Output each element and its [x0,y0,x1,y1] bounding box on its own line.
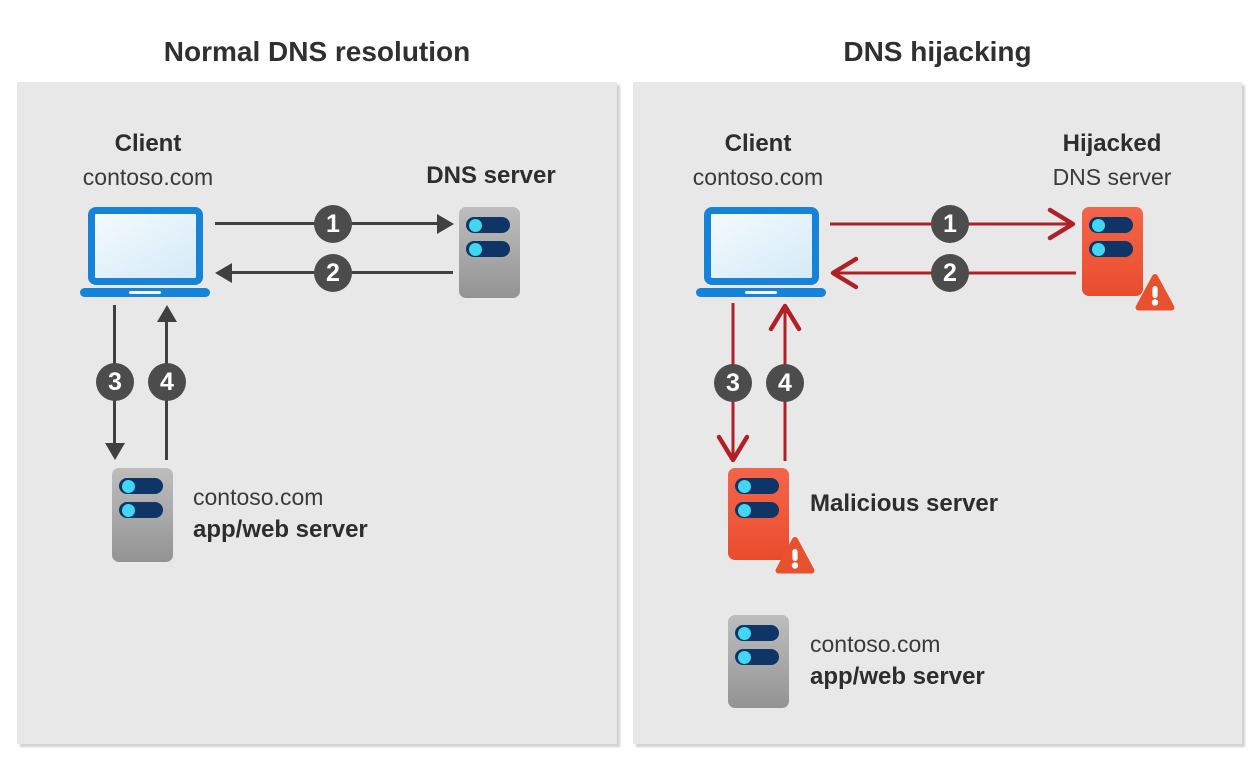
server-drive-light [738,626,751,640]
arrow-2-head [215,263,232,283]
server-icon [728,615,789,708]
step-2-badge: 2 [314,254,352,292]
server-icon [459,207,520,298]
laptop-screen [87,207,203,285]
laptop-notch [745,291,777,294]
laptop-screen [703,207,819,285]
app-server-label: app/web server [810,663,985,690]
server-drive-light [1092,218,1105,232]
left-diagram-title: Normal DNS resolution [163,36,471,67]
warning-icon [1135,274,1175,311]
app-server-label: app/web server [193,516,368,543]
arrow-1-head [437,214,454,234]
client-domain-label: contoso.com [692,164,824,190]
client-label: Client [724,130,792,157]
hijacked-dns-label-line2: DNS server [1052,164,1172,190]
laptop-notch [129,291,161,294]
client-domain-label: contoso.com [82,164,214,190]
server-drive-light [738,503,751,517]
server-drive [119,478,163,494]
server-drive [735,502,779,518]
server-drive [1089,217,1133,233]
server-drive [735,625,779,641]
dns-server-label: DNS server [426,162,556,189]
right-diagram-title: DNS hijacking [843,36,1032,67]
server-drive [735,478,779,494]
server-drive-light [122,503,135,517]
app-server-domain: contoso.com [193,484,324,510]
server-drive [1089,241,1133,257]
laptop-base [696,288,826,297]
server-drive-light [469,218,482,232]
laptop-icon [696,207,826,297]
arrow-3-head [105,443,125,460]
client-label: Client [114,130,182,157]
server-drive [119,502,163,518]
server-warning-icon [1082,207,1143,296]
warning-icon [775,537,815,574]
server-drive [735,649,779,665]
step-1-badge: 1 [314,205,352,243]
server-drive-light [738,650,751,664]
step-3-badge: 3 [96,363,134,401]
step-2-badge: 2 [931,254,969,292]
server-drive-light [1092,242,1105,256]
laptop-icon [80,207,210,297]
step-1-badge: 1 [931,205,969,243]
dns-hijacking-panel: Client contoso.com Hijacked DNS server 1 [633,82,1242,744]
step-4-badge: 4 [148,363,186,401]
server-drive [466,241,510,257]
server-drive-light [122,479,135,493]
step-4-badge: 4 [766,364,804,402]
arrow-4-head [157,305,177,322]
app-server-domain: contoso.com [810,631,941,657]
server-warning-icon [728,468,789,560]
normal-dns-panel: Client contoso.com DNS server 1 2 3 4 [17,82,617,744]
server-drive [466,217,510,233]
step-3-badge: 3 [714,364,752,402]
malicious-server-label: Malicious server [810,490,999,517]
hijacked-dns-label-line1: Hijacked [1062,130,1162,157]
server-icon [112,468,173,562]
server-drive-light [738,479,751,493]
laptop-base [80,288,210,297]
server-drive-light [469,242,482,256]
